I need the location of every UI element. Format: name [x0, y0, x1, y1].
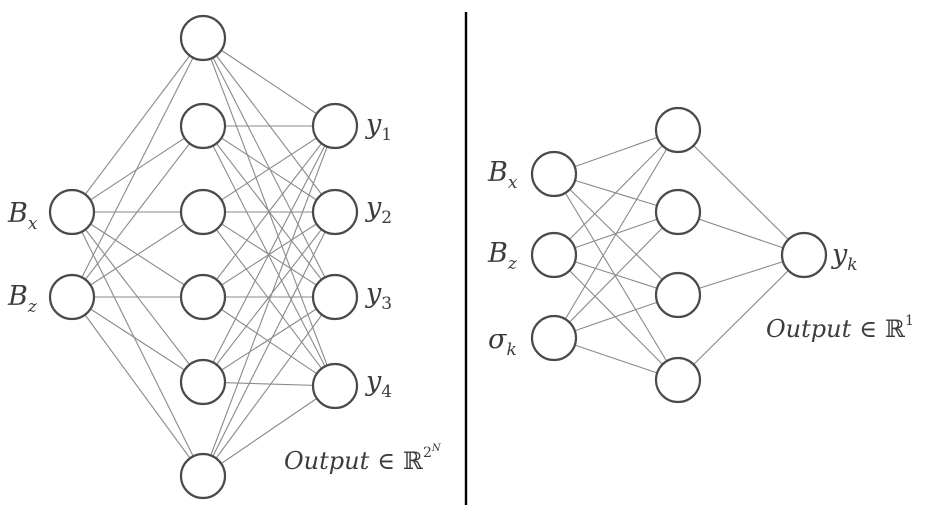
- right-hidden-output-edge-0-0: [677, 129, 805, 256]
- right-input-hidden-edge-1-3: [553, 254, 679, 381]
- left-input-label-bx: Bx: [7, 198, 38, 234]
- left-output-node: [311, 188, 359, 236]
- right-hidden-node: [654, 271, 702, 319]
- left-hidden-output-edge-5-0: [202, 125, 336, 477]
- left-input-hidden-edge-0-1: [71, 125, 204, 213]
- left-hidden-output-edge-5-3: [202, 385, 336, 477]
- left-input-hidden-edge-1-0: [71, 37, 204, 298]
- output-label-y3: y3: [365, 278, 392, 314]
- left-hidden-output-edge-4-1: [202, 211, 336, 383]
- left-input-hidden-edge-1-2: [71, 211, 204, 298]
- left-input-hidden-edge-0-0: [71, 37, 204, 213]
- left-hidden-node: [179, 14, 227, 62]
- left-input-hidden-edge-1-5: [71, 296, 204, 477]
- right-output-node: [780, 231, 828, 279]
- left-input-node: [48, 188, 96, 236]
- left-hidden-output-edge-4-2: [202, 296, 336, 383]
- right-input-label-bx: Bx: [487, 157, 518, 193]
- right-hidden-node: [654, 188, 702, 236]
- output-label-y1: y1: [365, 109, 392, 145]
- left-hidden-output-edge-2-0: [202, 125, 336, 213]
- left-hidden-output-edge-3-3: [202, 296, 336, 387]
- right-input-hidden-edge-2-0: [553, 129, 679, 339]
- right-input-node: [530, 150, 578, 198]
- left-input-label-bz: Bz: [7, 281, 38, 317]
- left-network-nodes: [48, 14, 359, 500]
- right-hidden-output-edge-3-0: [677, 254, 805, 381]
- right-input-node: [530, 231, 578, 279]
- right-output-caption: Output∈ℝ1: [766, 313, 914, 343]
- right-input-hidden-edge-2-1: [553, 211, 679, 339]
- left-hidden-node: [179, 273, 227, 321]
- left-output-node: [311, 362, 359, 410]
- left-hidden-output-edge-0-2: [202, 37, 336, 298]
- left-hidden-output-edge-4-0: [202, 125, 336, 383]
- right-network-nodes: [530, 106, 828, 404]
- right-input-label-bz: Bz: [487, 238, 518, 274]
- left-hidden-output-edge-3-0: [202, 125, 336, 298]
- output-label-y4: y4: [365, 366, 392, 402]
- right-input-hidden-edge-1-0: [553, 129, 679, 256]
- left-hidden-output-edge-5-2: [202, 296, 336, 477]
- left-hidden-output-edge-0-0: [202, 37, 336, 127]
- left-hidden-output-edge-1-3: [202, 125, 336, 387]
- right-hidden-node: [654, 106, 702, 154]
- left-input-node: [48, 273, 96, 321]
- right-input-label-sigma: σk: [488, 324, 517, 360]
- right-hidden-node: [654, 356, 702, 404]
- output-label-yk: yk: [831, 239, 858, 275]
- left-hidden-output-edge-5-1: [202, 211, 336, 477]
- left-input-hidden-edge-0-5: [71, 211, 204, 477]
- left-output-node: [311, 273, 359, 321]
- left-hidden-node: [179, 188, 227, 236]
- output-label-y2: y2: [365, 192, 392, 228]
- left-hidden-output-edge-2-3: [202, 211, 336, 387]
- left-output-caption: Output∈ℝ2N: [284, 443, 442, 475]
- left-input-hidden-edge-1-4: [71, 296, 204, 383]
- right-input-hidden-edge-0-3: [553, 173, 679, 381]
- left-input-hidden-edge-1-1: [71, 125, 204, 298]
- left-hidden-node: [179, 102, 227, 150]
- right-input-node: [530, 314, 578, 362]
- left-hidden-node: [179, 358, 227, 406]
- left-network-connections: [71, 37, 336, 477]
- left-hidden-node: [179, 452, 227, 500]
- left-output-node: [311, 102, 359, 150]
